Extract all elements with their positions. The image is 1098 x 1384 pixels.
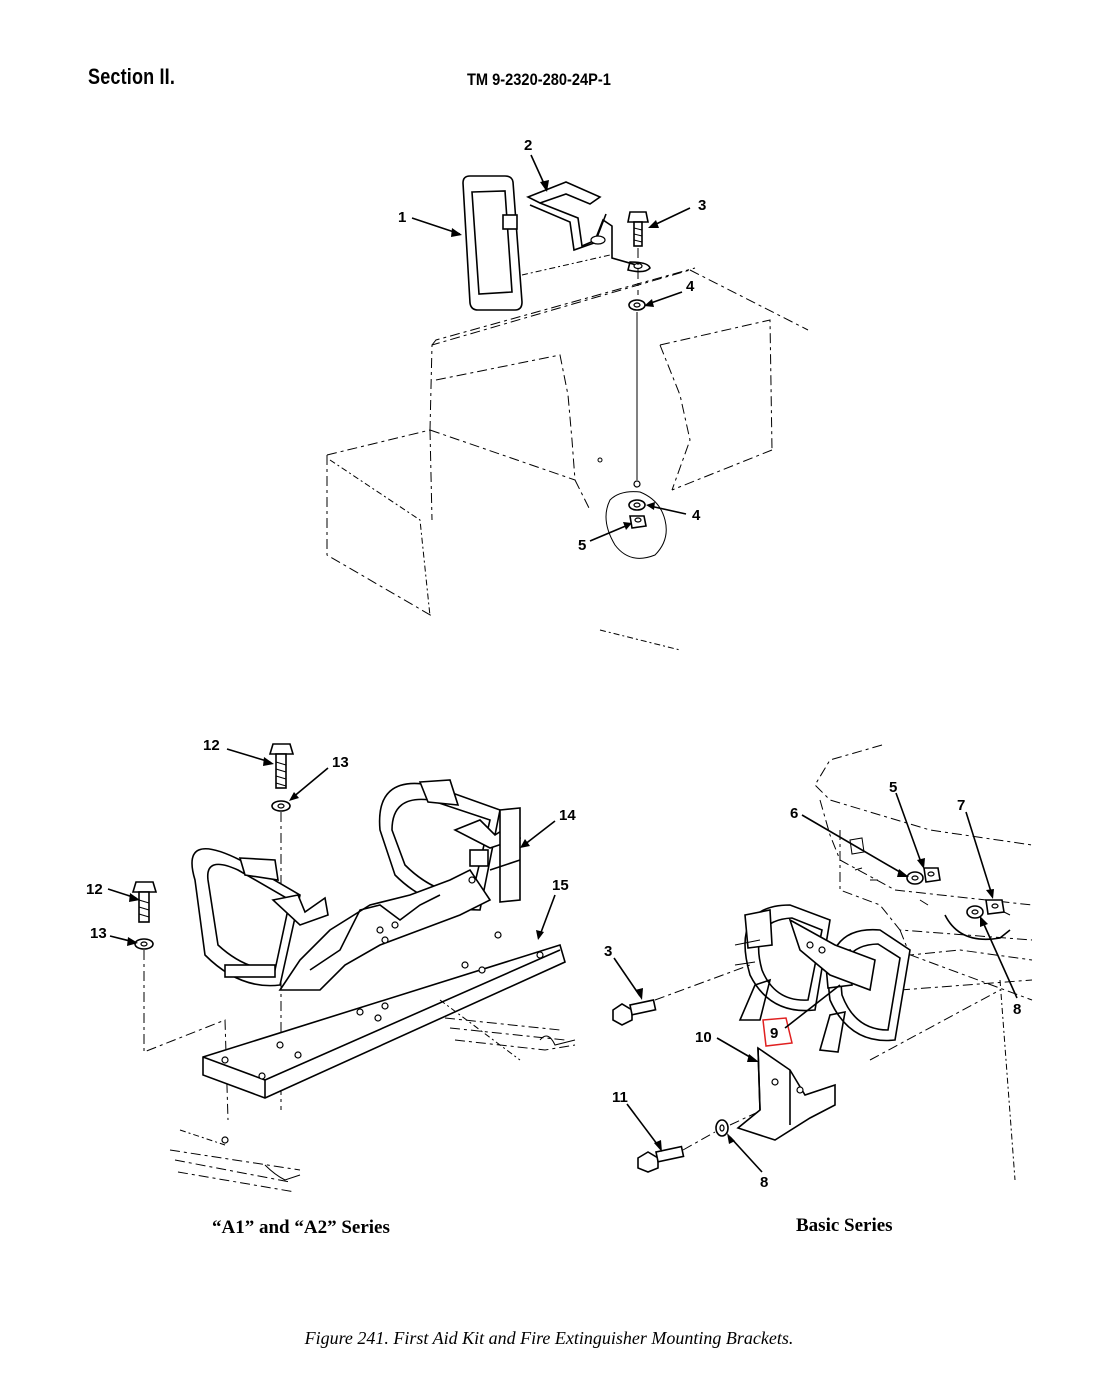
callout-6: 6	[790, 805, 798, 822]
callout-7: 7	[957, 797, 965, 814]
callout-2: 2	[524, 137, 532, 154]
figure-caption: Figure 241. First Aid Kit and Fire Extin…	[304, 1328, 794, 1348]
top-leader-lines	[411, 154, 691, 542]
callout-4-lower: 4	[692, 507, 701, 524]
basic-series-label: Basic Series	[796, 1215, 893, 1236]
basic-series-drawing: 5 7 6 8 3 9 10 11 8	[604, 744, 1033, 1191]
callout-5: 5	[578, 537, 586, 554]
a-series-label: “A1” and “A2” Series	[212, 1217, 390, 1238]
top-assembly-drawing: 1 2 3 4 4 5	[326, 137, 809, 651]
callout-9-highlight	[762, 1017, 793, 1047]
a-series-drawing: 12 13 12 13 14 15	[86, 737, 576, 1193]
callout-8-right: 8	[1013, 1001, 1021, 1018]
callout-8-lower: 8	[760, 1174, 768, 1191]
callout-13-left: 13	[90, 925, 107, 942]
basic-series-leader-lines	[613, 792, 1018, 1173]
callout-4-upper: 4	[686, 278, 695, 295]
callout-1: 1	[398, 209, 406, 226]
tm-number: TM 9-2320-280-24P-1	[467, 70, 611, 89]
callout-3: 3	[698, 197, 706, 214]
callout-15: 15	[552, 877, 569, 894]
callout-11: 11	[612, 1089, 628, 1106]
section-label: Section II.	[88, 64, 176, 89]
callout-12-left: 12	[86, 881, 103, 898]
callout-5-basic: 5	[889, 779, 897, 796]
callout-12-upper: 12	[203, 737, 220, 754]
callout-10: 10	[695, 1029, 712, 1046]
callout-9: 9	[770, 1025, 778, 1042]
callout-3-basic: 3	[604, 943, 612, 960]
callout-13-upper: 13	[332, 754, 349, 771]
callout-14: 14	[559, 807, 576, 824]
a-series-leader-lines	[107, 748, 556, 946]
